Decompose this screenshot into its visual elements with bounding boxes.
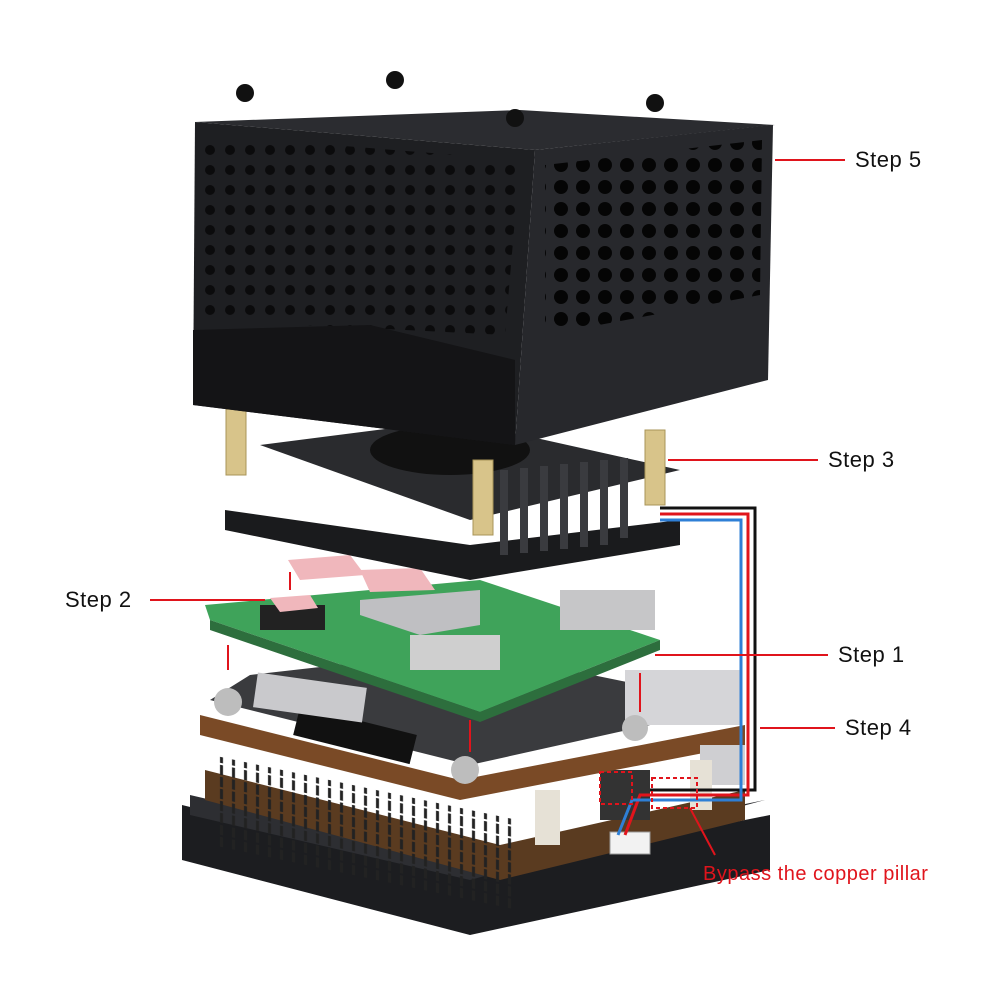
step-3-label: Step 3 xyxy=(828,447,895,472)
leader-lines xyxy=(150,159,845,856)
fan-connector xyxy=(609,831,651,855)
step-5-label: Step 5 xyxy=(855,147,922,172)
compute-module xyxy=(205,580,660,722)
screws xyxy=(236,71,664,127)
step-4-label: Step 4 xyxy=(845,715,912,740)
thermal-pads xyxy=(270,555,435,612)
top-case xyxy=(193,110,775,445)
fan-cable xyxy=(616,506,757,836)
bypass-note: Bypass the copper pillar xyxy=(703,863,929,885)
heatsink xyxy=(225,420,680,580)
step-1-label: Step 1 xyxy=(838,642,905,667)
step-2-label: Step 2 xyxy=(65,587,132,612)
